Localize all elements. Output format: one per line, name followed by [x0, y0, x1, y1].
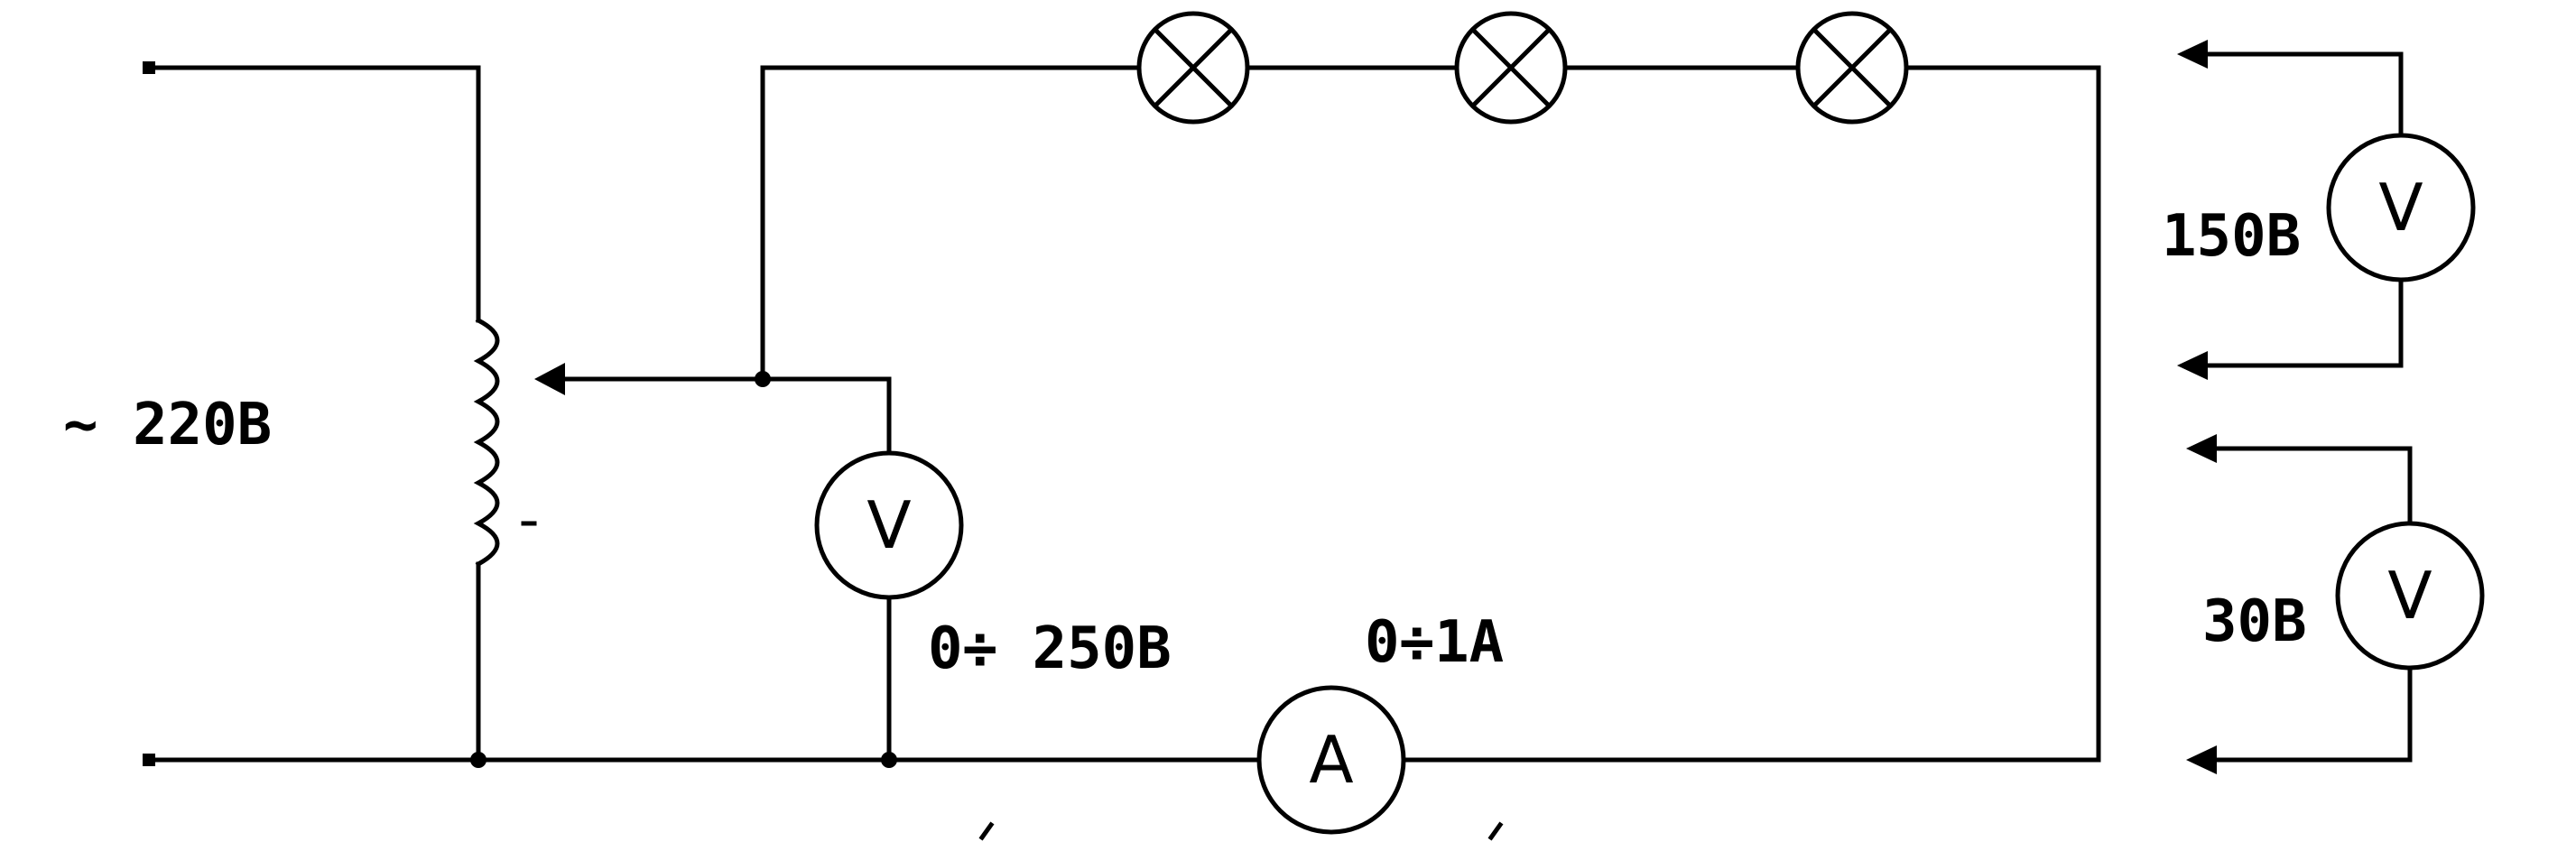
rheostat	[473, 317, 765, 763]
lamp-2	[1454, 11, 1568, 125]
voltmeter-symbol: V	[866, 487, 911, 563]
voltmeter-30: V	[2186, 434, 2485, 774]
arrow-left-icon	[2186, 434, 2217, 463]
scan-mark	[1487, 821, 1504, 841]
lamp-3	[1795, 11, 1909, 125]
voltmeter-icon	[814, 450, 964, 600]
junction-rheostat-bottom	[470, 752, 486, 768]
voltmeter-symbol: V	[2387, 558, 2432, 634]
ammeter: A	[1256, 685, 1406, 835]
lamp-1	[1136, 11, 1250, 125]
voltmeter-150: V	[2177, 40, 2476, 380]
ammeter-range-label: 0÷1A	[1365, 609, 1504, 676]
source-wiring	[143, 61, 481, 766]
main-voltmeter: V	[814, 450, 964, 600]
voltmeter-30-label: 30B	[2202, 588, 2307, 655]
wiper-arrow-icon	[534, 363, 565, 395]
voltmeter-150-label: 150B	[2162, 203, 2301, 270]
source-voltage-label: ~ 220B	[63, 392, 272, 458]
arrow-left-icon	[2177, 40, 2208, 69]
voltmeter-symbol: V	[2378, 170, 2423, 245]
scan-mark	[978, 821, 995, 841]
ammeter-symbol: A	[1309, 722, 1353, 798]
arrow-left-icon	[2186, 745, 2217, 774]
rheostat-coil-icon	[473, 317, 500, 568]
arrow-left-icon	[2177, 351, 2208, 380]
ammeter-icon	[1256, 685, 1406, 835]
main-voltmeter-range-label: 0÷ 250B	[928, 615, 1172, 682]
